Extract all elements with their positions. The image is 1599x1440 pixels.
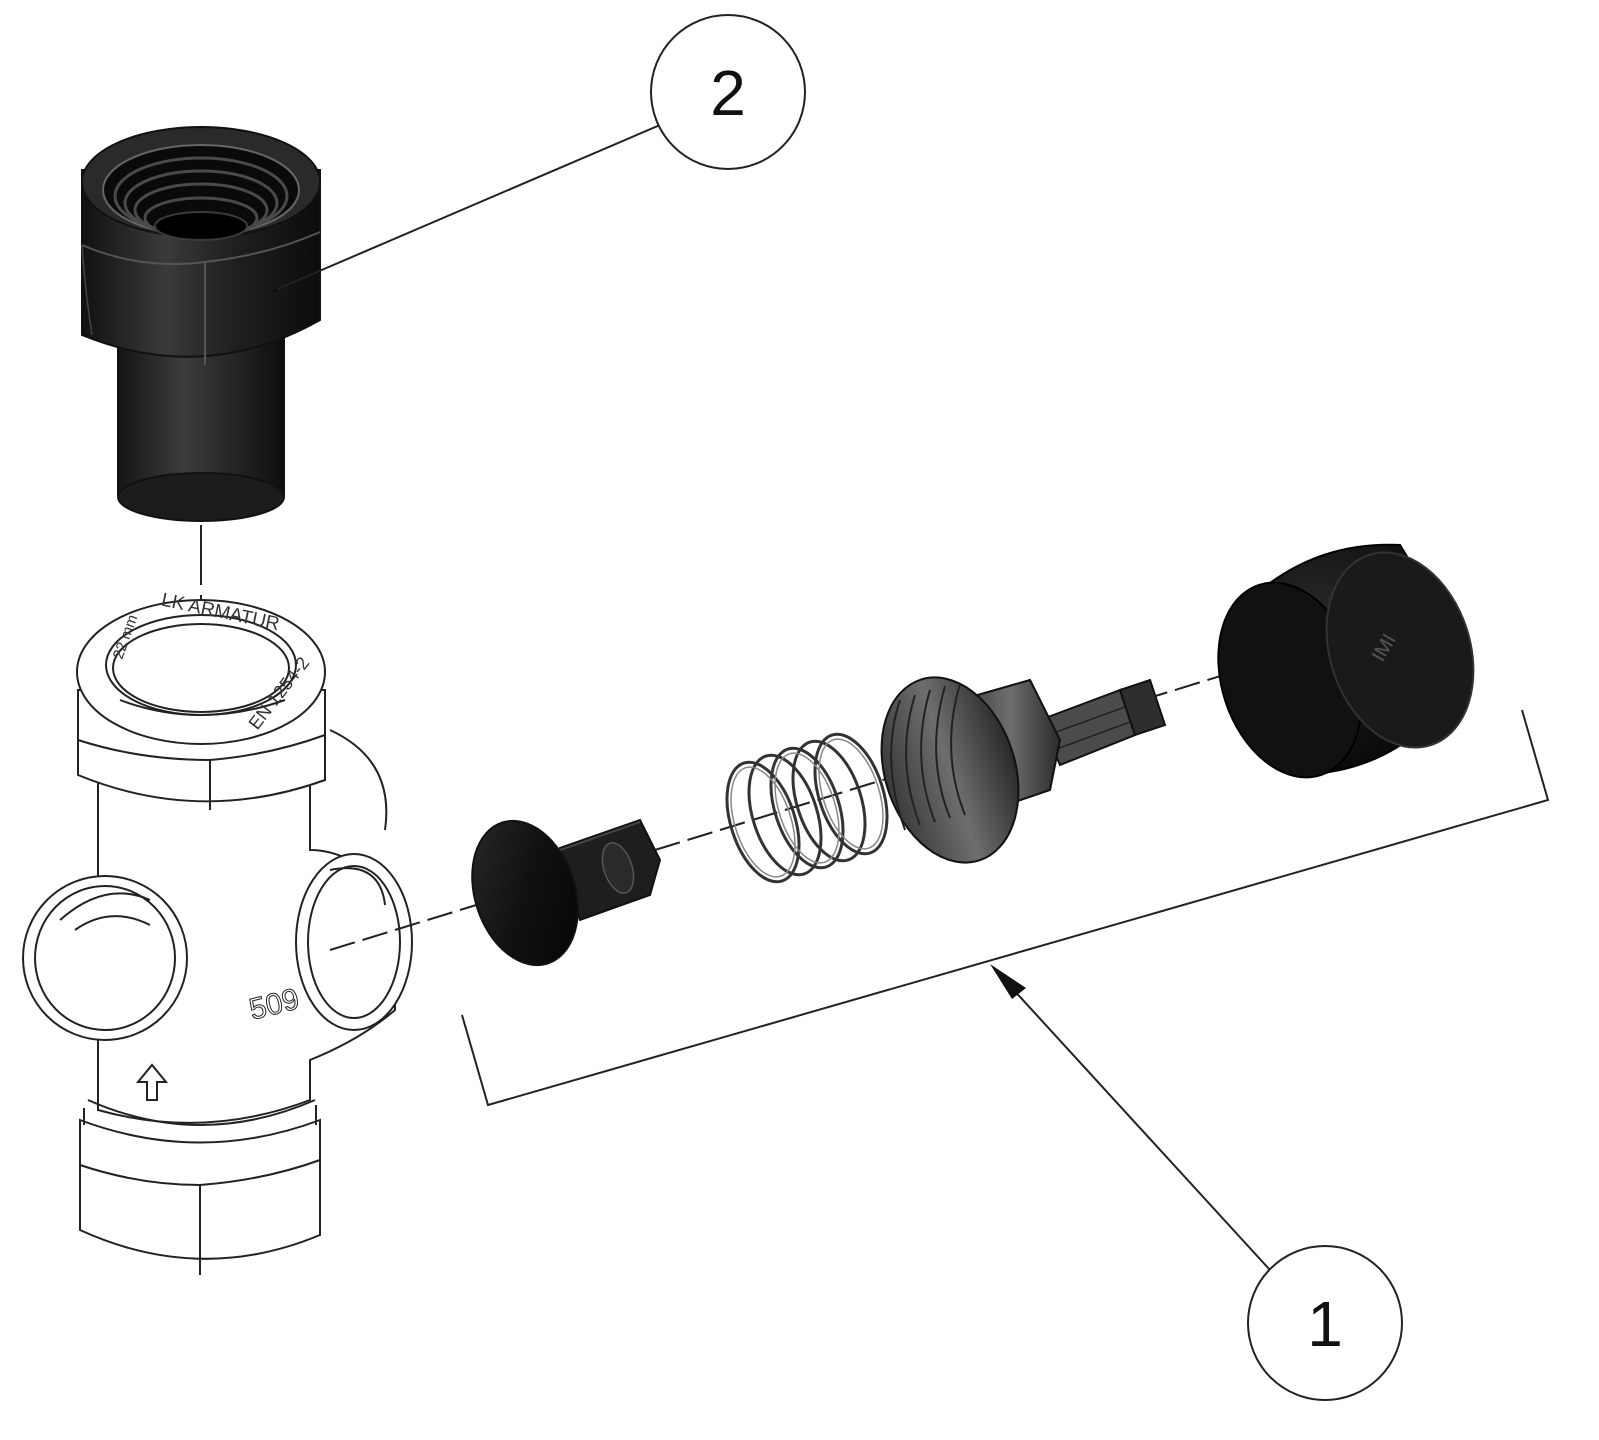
- check-disc-part: [471, 818, 662, 967]
- callout-1-label: 1: [1307, 1288, 1343, 1360]
- spring-inner: [730, 738, 884, 878]
- callout-2-leader: [274, 124, 661, 291]
- callout-2-label: 2: [710, 57, 746, 129]
- assembly-bracket: [461, 709, 1550, 1107]
- cap-part: IMI: [1217, 543, 1475, 779]
- valve-body: [22, 599, 413, 1275]
- compression-nut-part: [81, 126, 321, 522]
- callout-1-leader: [999, 974, 1271, 1271]
- callout-2-dot: [272, 287, 278, 293]
- callout-2: 2: [650, 14, 806, 170]
- spring-part: [725, 732, 889, 884]
- callout-1-arrowhead: [990, 964, 1026, 999]
- callout-1: 1: [1247, 1245, 1403, 1401]
- valve-insert-part: [880, 676, 1167, 864]
- arrow-up-icon: [135, 1063, 169, 1101]
